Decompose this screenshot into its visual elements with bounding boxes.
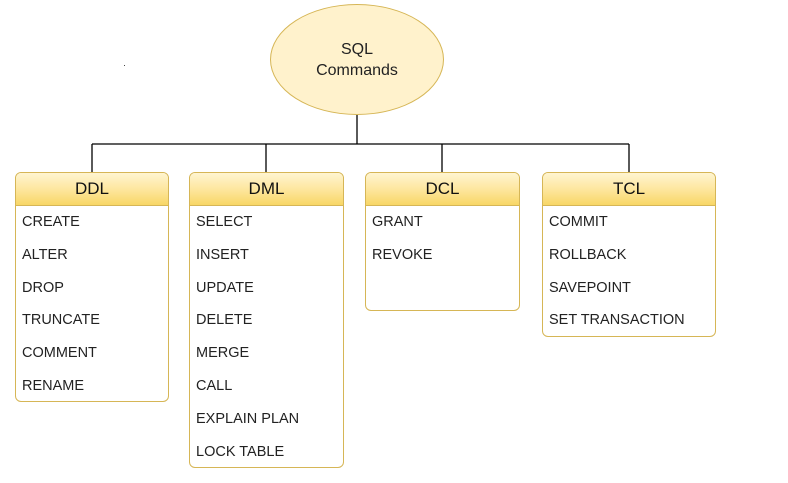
root-node-sql-commands: SQL Commands (270, 4, 444, 115)
category-box-tcl: TCL COMMIT ROLLBACK SAVEPOINT SET TRANSA… (542, 172, 716, 337)
command-item: CALL (196, 377, 233, 394)
category-header-dcl: DCL (366, 173, 519, 206)
category-header-ddl: DDL (16, 173, 168, 206)
command-item: SAVEPOINT (549, 279, 631, 296)
command-item: RENAME (22, 377, 85, 394)
command-item: LOCK TABLE (196, 443, 285, 460)
command-item: MERGE (196, 345, 250, 362)
category-box-ddl: DDL CREATE ALTER DROP TRUNCATE COMMENT R… (15, 172, 169, 402)
command-item: TRUNCATE (22, 312, 100, 329)
command-item: INSERT (196, 246, 249, 263)
command-item: DROP (22, 279, 64, 296)
command-item: DELETE (196, 312, 253, 329)
stray-dot (124, 65, 125, 66)
category-items-dml: SELECT INSERT UPDATE DELETE MERGE CALL E… (190, 206, 343, 467)
command-item: SET TRANSACTION (549, 312, 685, 329)
command-item: ALTER (22, 246, 68, 263)
command-item: GRANT (372, 214, 423, 230)
root-label-line1: SQL (340, 40, 373, 58)
command-item: COMMENT (22, 345, 97, 362)
category-header-tcl: TCL (543, 173, 715, 206)
category-header-dml: DML (190, 173, 343, 206)
category-box-dcl: DCL GRANT REVOKE (365, 172, 520, 311)
command-item: COMMIT (549, 214, 608, 230)
command-item: CREATE (22, 214, 80, 230)
category-items-ddl: CREATE ALTER DROP TRUNCATE COMMENT RENAM… (16, 206, 168, 401)
command-item: UPDATE (196, 279, 254, 296)
root-label-line2: Commands (316, 61, 398, 79)
command-item: ROLLBACK (549, 246, 627, 263)
category-items-dcl: GRANT REVOKE (366, 206, 519, 277)
category-box-dml: DML SELECT INSERT UPDATE DELETE MERGE CA… (189, 172, 344, 468)
command-item: EXPLAIN PLAN (196, 410, 300, 427)
category-items-tcl: COMMIT ROLLBACK SAVEPOINT SET TRANSACTIO… (543, 206, 715, 336)
command-item: SELECT (196, 214, 253, 230)
command-item: REVOKE (372, 246, 433, 263)
